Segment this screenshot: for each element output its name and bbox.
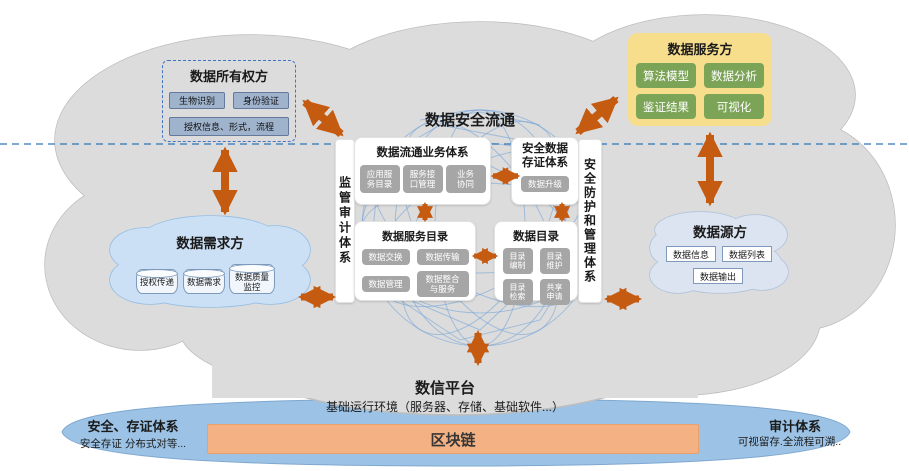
owner-panel: 数据所有权方 生物识别 身份验证 授权信息、形式，流程: [162, 60, 296, 142]
service-provider-panel: 数据服务方 算法模型 数据分析 鉴证结果 可视化: [628, 33, 772, 126]
business-collab-node: 业务 协同: [445, 165, 486, 193]
data-transfer-node: 数据传输: [416, 249, 469, 265]
owner-identity-node: 身份验证: [233, 92, 289, 109]
algorithm-model-node: 算法模型: [636, 63, 696, 88]
supervision-audit-bar: 监管审计体系: [335, 139, 355, 303]
share-apply-node: 共享 申请: [539, 279, 570, 305]
flow-business-panel: 数据流通业务体系 应用服 务目录 服务接 口管理 业务 协同: [354, 137, 491, 205]
data-info-node: 数据信息: [666, 246, 716, 262]
band-left-title: 安全、存证体系: [87, 419, 179, 434]
source-title: 数据源方: [693, 225, 747, 240]
data-catalog-panel: 数据目录 目录 编制 目录 维护 目录 检索 共享 申请: [494, 221, 578, 305]
data-analysis-node: 数据分析: [704, 63, 764, 88]
data-exchange-node: 数据交换: [361, 249, 410, 265]
platform-subtitle: 基础运行环境（服务器、存储、基础软件...）: [325, 400, 564, 414]
band-right-title: 审计体系: [768, 419, 821, 434]
app-service-catalog-node: 应用服 务目录: [359, 165, 400, 193]
data-integration-node: 数据整合 与服务: [416, 271, 469, 297]
service-api-mgmt-node: 服务接 口管理: [402, 165, 443, 193]
catalog-compile-node: 目录 编制: [502, 248, 533, 274]
security-management-label: 安全防护和管理体系: [582, 158, 597, 284]
demander-title: 数据需求方: [176, 236, 244, 251]
supervision-audit-label: 监管审计体系: [337, 176, 352, 266]
service-catalog-panel: 数据服务目录 数据交换 数据传输 数据管理 数据整合 与服务: [354, 221, 476, 301]
data-output-node: 数据输出: [693, 268, 743, 284]
flow-business-title: 数据流通业务体系: [376, 147, 469, 159]
platform-title: 数信平台: [414, 380, 475, 397]
owner-bio-node: 生物识别: [169, 92, 225, 109]
owner-title: 数据所有权方: [189, 69, 268, 84]
data-demand-db: 数据需求: [183, 269, 225, 294]
globe-title: 数据安全流通: [424, 112, 515, 129]
data-catalog-title: 数据目录: [513, 231, 559, 243]
service-catalog-title: 数据服务目录: [382, 231, 448, 243]
security-management-bar: 安全防护和管理体系: [578, 139, 602, 303]
data-quality-db: 数据质量 监控: [229, 264, 275, 294]
data-manage-node: 数据管理: [361, 276, 410, 292]
data-list-node: 数据列表: [722, 246, 772, 262]
secure-storage-panel: 安全数据 存证体系 数据升级: [511, 137, 579, 205]
secure-storage-title: 安全数据 存证体系: [522, 143, 568, 169]
visualization-node: 可视化: [704, 94, 764, 119]
auth-transfer-db: 授权传递: [136, 269, 178, 294]
catalog-maintain-node: 目录 维护: [539, 248, 570, 274]
band-right-desc: 可视留存.全流程可溯..: [737, 436, 842, 448]
owner-auth-node: 授权信息、形式，流程: [169, 117, 289, 136]
band-left-desc: 安全存证 分布式对等...: [79, 438, 187, 450]
service-provider-title: 数据服务方: [667, 42, 733, 57]
data-upgrade-node: 数据升级: [521, 175, 569, 192]
catalog-search-node: 目录 检索: [502, 279, 533, 305]
blockchain-bar: 区块链: [207, 424, 699, 454]
attestation-result-node: 鉴证结果: [636, 94, 696, 119]
